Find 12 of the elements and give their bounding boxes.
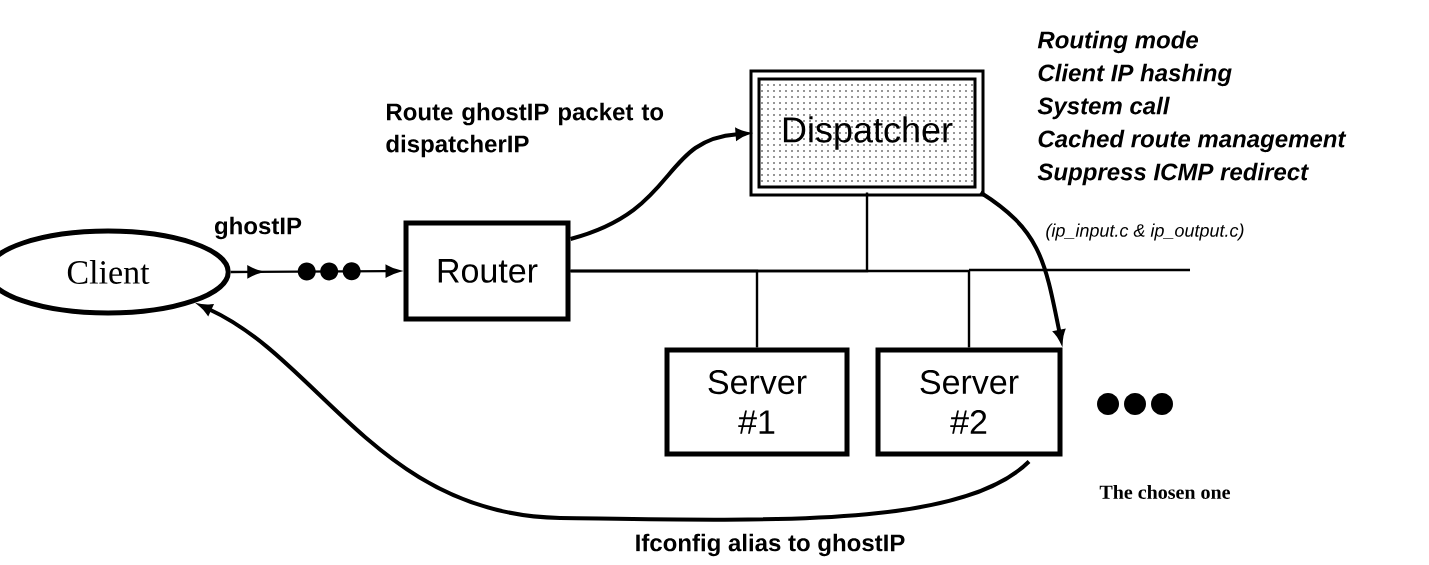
feature-item: System call bbox=[1037, 96, 1170, 120]
source-note: (ip_input.c & ip_output.c) bbox=[1046, 223, 1244, 241]
feature-item: Client IP hashing bbox=[1038, 63, 1232, 87]
feature-item: Routing mode bbox=[1037, 30, 1199, 54]
feature-item: Cached route management bbox=[1038, 129, 1347, 153]
router-box: Router bbox=[403, 220, 571, 322]
edge-label: Route ghostIP packet to dispatcherIP bbox=[386, 102, 664, 158]
feature-item: Suppress ICMP redirect bbox=[1037, 162, 1309, 186]
node-label: The chosen one bbox=[1099, 484, 1230, 499]
edge-label: Ifconfig alias to ghostIP bbox=[636, 533, 905, 557]
arrow bbox=[230, 262, 400, 281]
dispatcher-box: Dispatcher bbox=[749, 69, 985, 197]
